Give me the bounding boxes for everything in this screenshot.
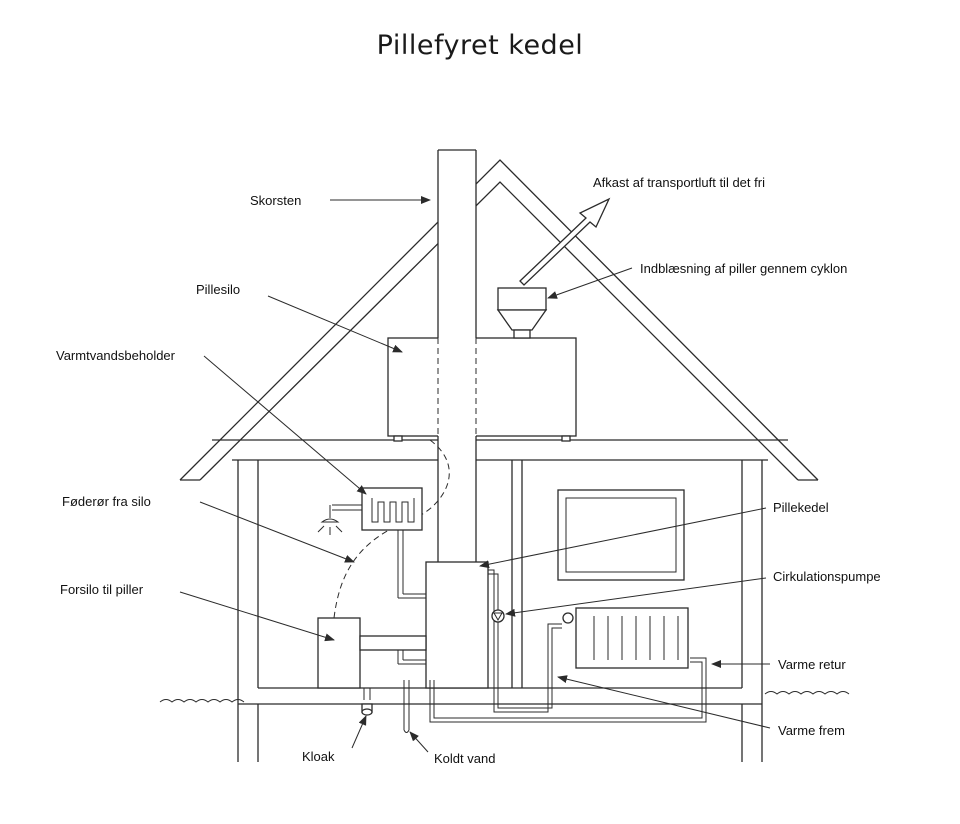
window (557, 489, 685, 581)
drain-pipe (361, 688, 373, 716)
ground-right (764, 691, 850, 695)
ground-left (159, 699, 245, 703)
label-varmefrem: Varme frem (778, 723, 845, 738)
hot-water-tank (317, 487, 426, 599)
exhaust-arrow (519, 197, 611, 286)
label-kloak: Kloak (302, 749, 335, 764)
house-walls (237, 460, 763, 705)
heating-pipes (429, 569, 707, 723)
pellet-boiler (425, 561, 489, 689)
label-varmeretur: Varme retur (778, 657, 846, 672)
label-indblaesning: Indblæsning af piller gennem cyklon (640, 261, 847, 276)
diagram-title: Pillefyret kedel (376, 30, 584, 61)
ceiling (212, 439, 788, 461)
label-skorsten: Skorsten (250, 193, 301, 208)
cyclone (496, 287, 548, 339)
pre-silo (317, 617, 361, 689)
feed-auger (359, 635, 427, 651)
cold-water-pipe (397, 650, 426, 733)
roof (179, 159, 819, 481)
pellet-silo (387, 337, 577, 437)
label-pillekedel: Pillekedel (773, 500, 829, 515)
label-forsilo: Forsilo til piller (60, 582, 144, 597)
label-afkast: Afkast af transportluft til det fri (593, 175, 765, 190)
label-koldtvand: Koldt vand (434, 751, 495, 766)
label-foderor: Føderør fra silo (62, 494, 151, 509)
chimney (437, 149, 477, 562)
label-cirkulation: Cirkulationspumpe (773, 569, 881, 584)
radiator (562, 607, 689, 669)
label-varmtvand: Varmtvandsbeholder (56, 348, 176, 363)
circulation-pump (491, 609, 505, 623)
label-pillesilo: Pillesilo (196, 282, 240, 297)
